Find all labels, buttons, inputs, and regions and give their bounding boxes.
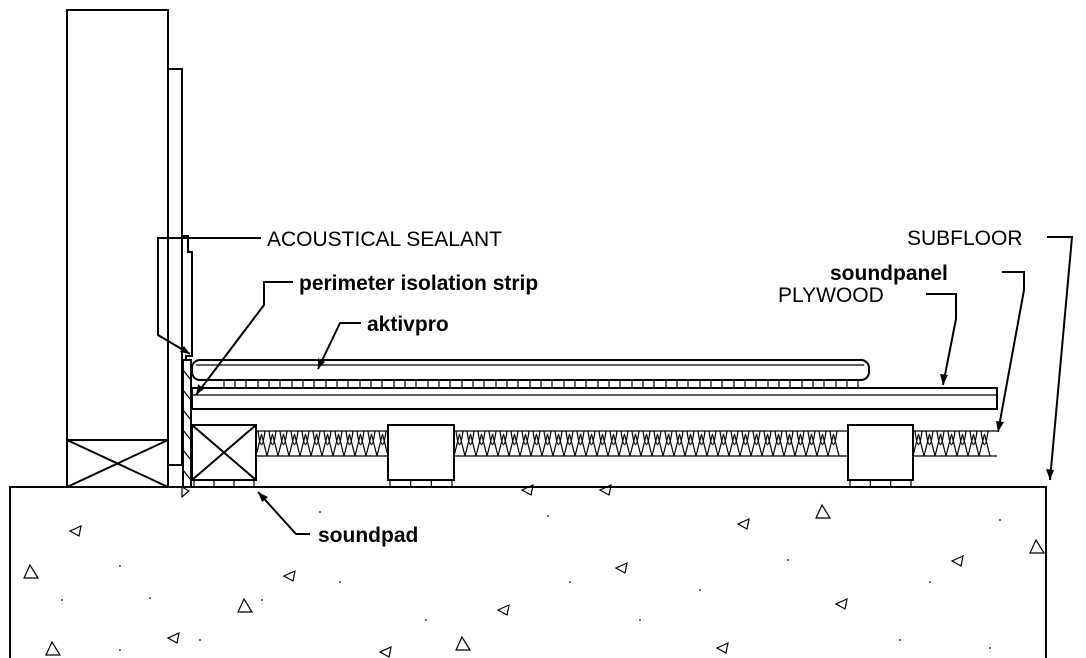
batt-insulation [255, 430, 997, 457]
label-acoustical-sealant: ACOUSTICAL SEALANT [267, 228, 502, 251]
label-soundpad: soundpad [318, 524, 418, 547]
soundpad-leader [257, 491, 310, 535]
label-subfloor: SUBFLOOR [907, 227, 1023, 250]
wall-assembly [66, 9, 193, 499]
label-perimeter-isolation-strip: perimeter isolation strip [299, 272, 538, 295]
aktivpro-layer [191, 359, 870, 389]
concrete-subfloor-slab [9, 483, 1047, 658]
plywood-layer [191, 387, 998, 410]
sleeper-block [847, 424, 914, 481]
aktivpro-leader [317, 322, 361, 370]
perimeter-isolation-strip-leader [195, 281, 293, 396]
sleeper-layer [191, 424, 997, 488]
soundpads [193, 479, 912, 488]
leader-lines [157, 236, 1074, 535]
concrete-aggregate-marks [23, 483, 1046, 658]
subfloor-leader [1047, 236, 1074, 481]
acoustical-sealant-leader [157, 237, 261, 355]
aktivpro-board [191, 359, 870, 381]
callout-labels: ACOUSTICAL SEALANT perimeter isolation s… [267, 227, 1023, 547]
label-aktivpro: aktivpro [367, 313, 449, 336]
wall-stud [66, 9, 169, 488]
sealant-bead [181, 485, 191, 499]
plywood-leader [926, 293, 957, 386]
perimeter-isolation-strip [182, 359, 192, 488]
plywood-board [191, 387, 998, 410]
aktivpro-feet [223, 379, 859, 389]
soundpanel-leader [997, 271, 1025, 433]
sleeper-block [387, 424, 455, 481]
wall-drywall [167, 68, 183, 466]
label-plywood: PLYWOOD [778, 284, 884, 307]
baseboard-trim [182, 235, 193, 367]
label-soundpanel: soundpanel [830, 262, 948, 285]
